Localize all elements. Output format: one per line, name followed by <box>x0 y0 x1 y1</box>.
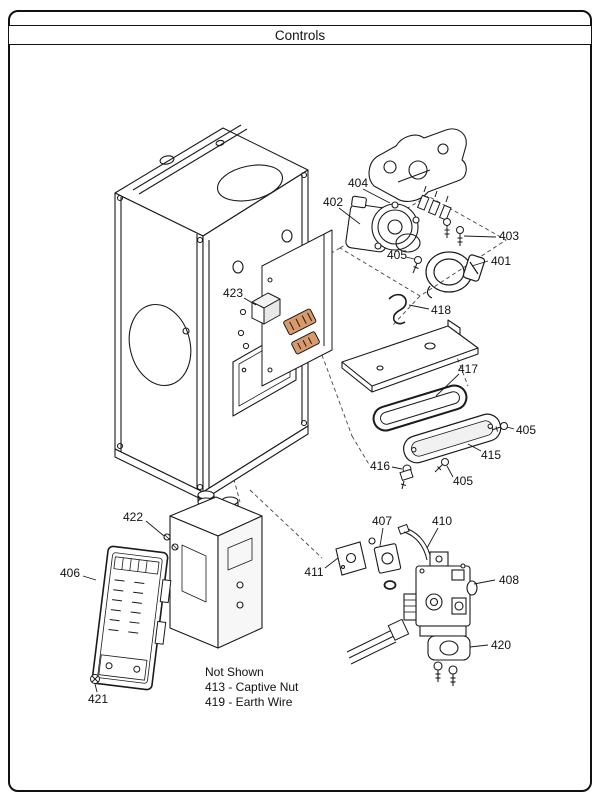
cover-415 <box>403 413 502 464</box>
callout-417: 417 <box>457 362 479 376</box>
not-shown-note: Not Shown 413 - Captive Nut 419 - Earth … <box>205 665 298 710</box>
page-title: Controls <box>274 27 326 43</box>
callout-423: 423 <box>222 286 244 300</box>
solenoid-407 <box>368 537 402 590</box>
pipe-410 <box>397 523 432 561</box>
page-border <box>8 10 592 792</box>
terminal-block-upper <box>283 308 317 336</box>
callout-403: 403 <box>498 229 520 243</box>
mounting-bracket-422 <box>163 490 263 649</box>
not-shown-heading: Not Shown <box>205 665 264 679</box>
callout-411: 411 <box>304 565 324 579</box>
control-box-406 <box>91 545 172 691</box>
callout-406: 406 <box>59 566 81 580</box>
control-plate-423 <box>237 229 333 387</box>
wiring-harness <box>346 618 410 665</box>
callout-405-lower: 405 <box>452 474 474 488</box>
callout-405-right: 405 <box>515 423 537 437</box>
not-shown-item-413: 413 - Captive Nut <box>205 680 299 694</box>
callout-402: 402 <box>322 195 344 209</box>
clamp-401 <box>425 251 486 299</box>
cabinet-casing <box>114 124 309 501</box>
tray-plate <box>341 319 479 393</box>
callout-416: 416 <box>369 459 391 473</box>
screw-405-right <box>491 422 508 432</box>
title-bar: Controls <box>9 25 591 45</box>
wire-clip-418 <box>388 293 407 325</box>
flange-420 <box>427 635 471 686</box>
gasket-417 <box>372 384 468 432</box>
terminal-block-lower <box>291 331 320 355</box>
callout-421: 421 <box>87 692 109 706</box>
callout-405-upper: 405 <box>386 248 408 262</box>
screw-405-lower <box>434 458 449 473</box>
callout-420: 420 <box>490 638 512 652</box>
callout-407: 407 <box>371 514 393 528</box>
fitting-416 <box>399 464 414 490</box>
not-shown-item-419: 419 - Earth Wire <box>205 695 293 709</box>
screw-421 <box>90 674 100 684</box>
callout-418: 418 <box>430 303 452 317</box>
plate-411 <box>335 541 367 576</box>
callout-422: 422 <box>122 510 144 524</box>
callout-401: 401 <box>490 254 512 268</box>
terminals-screws-403 <box>416 185 464 246</box>
callout-404: 404 <box>347 176 369 190</box>
callout-408: 408 <box>498 573 520 587</box>
pump-402 <box>345 195 421 253</box>
callout-415: 415 <box>480 448 502 462</box>
callout-410: 410 <box>431 514 453 528</box>
gas-valve-408 <box>403 551 478 637</box>
terminal-blocks <box>283 308 320 355</box>
leader-lines <box>82 188 515 693</box>
screw-405-upper <box>412 256 422 274</box>
bracket-404 <box>368 128 467 202</box>
